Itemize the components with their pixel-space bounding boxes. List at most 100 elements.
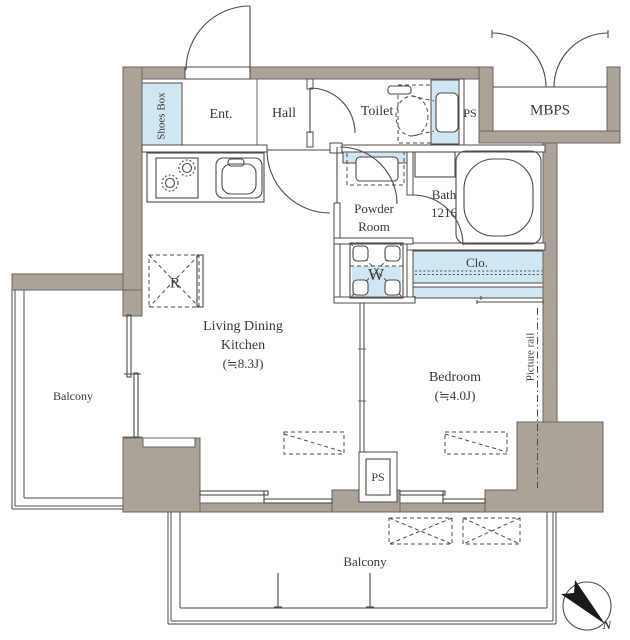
bathtub-inner <box>463 158 534 237</box>
label-hall: Hall <box>272 106 296 121</box>
windows <box>124 314 486 504</box>
toilet-zone-outline <box>397 84 432 144</box>
mbps-door-arc <box>553 32 609 88</box>
sink-basin <box>221 163 257 195</box>
shoes-box-area <box>141 82 183 149</box>
wall-left <box>122 66 143 291</box>
washer-pan <box>349 242 404 299</box>
fridge-cross <box>148 254 200 308</box>
ac-outdoor-cross <box>462 517 521 545</box>
kitchen-counter <box>146 152 265 203</box>
washer-pan-corner <box>352 279 369 296</box>
window-pane <box>133 372 139 438</box>
powder-fixtures <box>346 151 405 299</box>
wall-jamb-block <box>329 142 343 154</box>
ac-outdoor-unit <box>462 517 521 545</box>
closet-area <box>412 250 544 284</box>
label-toilet: Toilet <box>361 104 394 119</box>
window-pane <box>399 490 446 496</box>
burner-icon <box>164 177 176 189</box>
fridge-space <box>148 254 200 308</box>
window-pane <box>442 498 486 504</box>
wall-washer-closet <box>406 249 414 304</box>
washer-pan-corner <box>384 279 401 296</box>
label-ldk: Living Dining <box>203 319 283 334</box>
interior-walls <box>141 66 546 503</box>
burner-icon <box>178 159 196 177</box>
wall-kitchen-top <box>141 144 268 153</box>
wall-toilet-west-lower <box>306 131 314 148</box>
sink <box>215 157 263 199</box>
compass-circle <box>562 581 612 631</box>
label-bath: 1216 <box>431 205 458 220</box>
toilet-tank <box>435 92 459 133</box>
wall-ldk-bedroom-partition <box>359 302 365 453</box>
stove <box>155 157 199 199</box>
wall-left-lower <box>122 289 143 317</box>
bath-fixtures <box>414 150 542 245</box>
toilet-door-arc <box>309 87 356 134</box>
bath-counter <box>414 151 456 178</box>
label-balcony-bottom: Balcony <box>343 554 387 569</box>
ldk-door-arc <box>266 149 331 214</box>
room-labels: Shoes Box Ent. Hall Toilet PS MBPS Powde… <box>53 92 613 632</box>
powder-door-arc <box>339 146 398 205</box>
window-pane <box>199 490 269 496</box>
wall-block-bottom-right <box>484 421 604 513</box>
walls <box>11 66 621 513</box>
ac-unit-ldk <box>283 431 345 455</box>
label-north: N <box>602 618 613 632</box>
toilet-fixtures <box>387 80 459 144</box>
window-pane <box>126 314 132 378</box>
label-shoes-box: Shoes Box <box>156 92 168 140</box>
wall-powder-west <box>333 202 341 304</box>
bath-door-arc <box>412 194 464 246</box>
ps-bottom-inner <box>365 458 391 496</box>
wall-notch <box>142 437 196 448</box>
ac-outdoor-unit <box>388 517 453 545</box>
label-balcony-left: Balcony <box>53 389 93 403</box>
bathtub <box>455 150 542 245</box>
label-closet: Clo. <box>466 255 488 270</box>
wall-block-bottom-left <box>122 437 201 513</box>
doors <box>185 5 609 246</box>
entrance-sill <box>184 66 251 80</box>
label-ps-bottom: PS <box>371 470 384 484</box>
equipment-marks <box>148 254 538 545</box>
burner-icon <box>181 162 193 174</box>
ac-unit-diagonal <box>283 433 345 453</box>
ps-bottom-box <box>358 451 398 503</box>
wall-powder-washer <box>333 237 414 245</box>
toilet-seat-line <box>411 130 435 137</box>
label-bath: Bath <box>432 187 457 202</box>
label-mbps: MBPS <box>530 102 570 118</box>
label-ps-top: PS <box>463 106 476 120</box>
mbps-door-arc <box>491 32 547 88</box>
washbasin-bowl <box>355 156 399 182</box>
label-powder-room: Room <box>358 219 390 234</box>
label-bedroom: Bedroom <box>429 370 481 385</box>
wall-toilet-ps <box>458 78 465 146</box>
faucet-icon <box>227 158 245 167</box>
label-ldk: Kitchen <box>221 338 265 353</box>
balcony-railings <box>11 290 557 625</box>
label-powder-room: Powder <box>354 201 394 216</box>
label-fridge: R <box>170 275 180 291</box>
kitchen <box>146 152 265 203</box>
ac-outdoor-cross <box>388 517 453 545</box>
wall-under-window-bedroom <box>399 502 486 513</box>
washer-pan-corner <box>384 245 401 262</box>
ac-outdoor-cross <box>388 517 453 545</box>
window-pane <box>263 498 333 504</box>
washer-pan-corner <box>352 245 369 262</box>
paper-holder-icon <box>387 85 412 95</box>
burner-icon <box>161 174 179 192</box>
wall-powder-bath <box>406 151 414 196</box>
toilet-bowl-icon <box>395 95 429 137</box>
wall-balcony-stub <box>11 273 124 291</box>
compass-icon <box>561 580 612 631</box>
label-entrance: Ent. <box>210 107 233 122</box>
toilet-seat-line <box>411 95 435 102</box>
